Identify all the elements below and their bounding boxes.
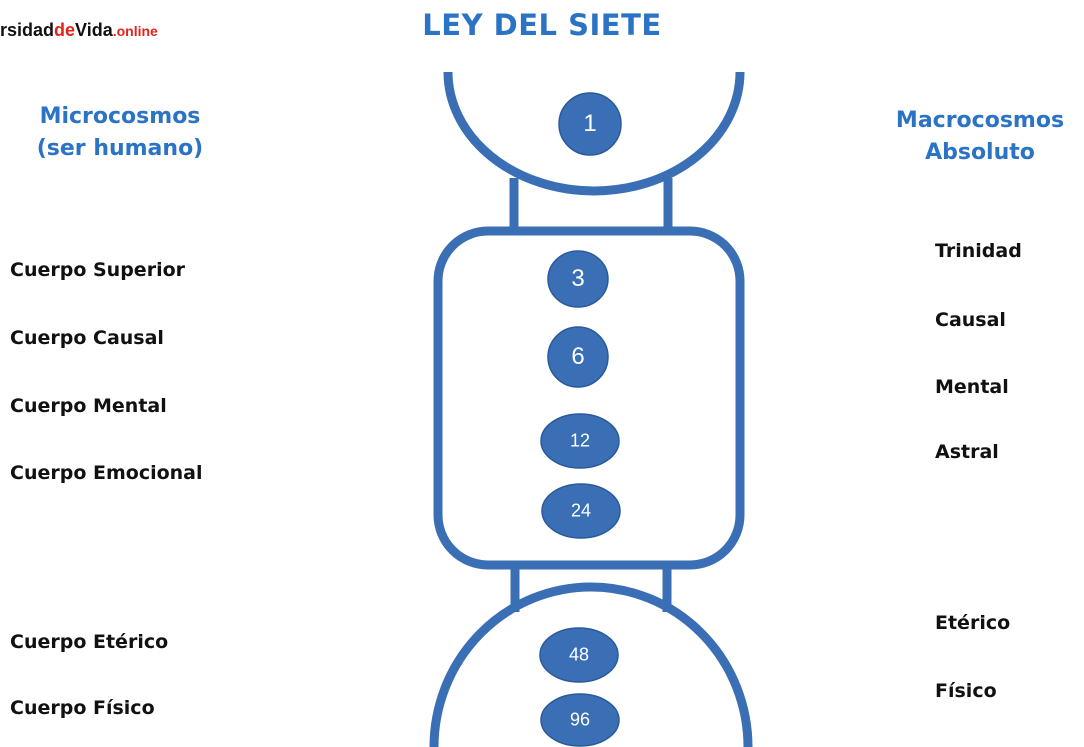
- right-label-mental: Mental: [935, 376, 1009, 398]
- left-label-superior: Cuerpo Superior: [10, 259, 185, 281]
- node-48-shape: [539, 627, 619, 683]
- right-label-fisico: Físico: [935, 680, 997, 702]
- logo: rsidaddeVida.online: [0, 20, 158, 41]
- node-24-label: 24: [570, 500, 592, 521]
- node-3-shape: [547, 250, 609, 308]
- left-label-mental: Cuerpo Mental: [10, 395, 167, 417]
- node-1-shape: [558, 92, 622, 156]
- node-96-shape: [540, 693, 620, 747]
- microcosmos-line2: (ser humano): [36, 136, 204, 161]
- logo-part4: .online: [112, 23, 158, 39]
- microcosmos-heading: Microcosmos (ser humano): [20, 101, 220, 165]
- node-3-label: 3: [571, 265, 585, 292]
- logo-part3: Vida: [75, 20, 113, 40]
- right-label-causal: Causal: [935, 309, 1006, 331]
- node-24-shape: [541, 483, 621, 539]
- logo-part2: de: [54, 20, 76, 40]
- node-96-label: 96: [569, 709, 591, 730]
- node-6-label: 6: [571, 343, 585, 370]
- node-1-label: 1: [583, 110, 597, 137]
- left-label-fisico: Cuerpo Físico: [10, 697, 155, 719]
- microcosmos-line1: Microcosmos: [39, 104, 201, 129]
- bottom-dome-shape: [429, 582, 753, 747]
- top-bowl-shape: [443, 71, 745, 196]
- left-label-eterico: Cuerpo Etérico: [10, 631, 169, 653]
- middle-rounded-box: [433, 226, 745, 570]
- macrocosmos-heading: Macrocosmos Absoluto: [880, 105, 1080, 169]
- left-label-emocional: Cuerpo Emocional: [10, 462, 203, 484]
- page-title: LEY DEL SIETE: [422, 8, 662, 42]
- node-12-shape: [540, 413, 620, 469]
- node-48-label: 48: [568, 644, 590, 665]
- right-label-eterico: Etérico: [935, 612, 1011, 634]
- right-label-astral: Astral: [935, 441, 999, 463]
- right-label-trinidad: Trinidad: [935, 240, 1022, 262]
- node-12-label: 12: [569, 430, 591, 451]
- macrocosmos-line2: Absoluto: [925, 140, 1035, 165]
- logo-part1: rsidad: [0, 20, 55, 40]
- macrocosmos-line1: Macrocosmos: [895, 108, 1065, 133]
- node-6-shape: [547, 326, 609, 388]
- left-label-causal: Cuerpo Causal: [10, 327, 164, 349]
